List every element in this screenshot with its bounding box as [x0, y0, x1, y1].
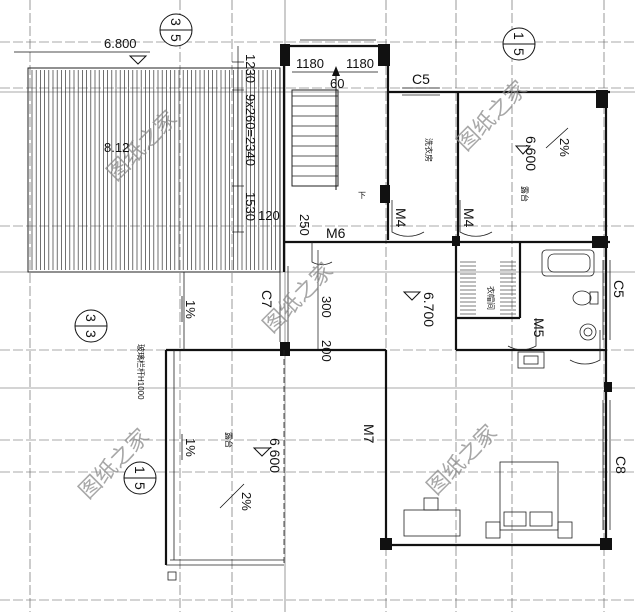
level-triangles: [128, 55, 532, 457]
balcony-railing: [166, 272, 285, 581]
door-m4-b: M4: [461, 208, 477, 228]
dim-300: 300: [319, 296, 334, 318]
walls: [164, 44, 610, 565]
dim-6800: 6.800: [104, 36, 137, 51]
room-ne: 露台: [520, 186, 530, 202]
window-lines: [279, 39, 611, 530]
level-room-ne: 6.600: [523, 136, 539, 171]
axis-top-right: 1: [511, 32, 527, 40]
door-m5: M5: [531, 318, 547, 338]
slope-room: 2%: [557, 138, 572, 157]
axis-top-left: 3: [168, 18, 184, 26]
room-balcony: 露台: [224, 432, 234, 448]
dim-1530: 1530: [243, 192, 258, 221]
dim-1180-a: 1180: [296, 56, 324, 71]
window-c8: C8: [613, 456, 629, 474]
stair-arrow-head: [332, 66, 340, 76]
door-swings: [311, 200, 601, 365]
axis-top-left-sub: 5: [168, 34, 184, 42]
dim-9x260: 9x260=2340: [243, 94, 258, 166]
railing-note: 玻璃栏杆H1000: [136, 344, 146, 400]
slope-balcony-2: 2%: [239, 492, 254, 511]
window-c5-right: C5: [611, 280, 627, 298]
axis-top-right-sub: 5: [511, 48, 527, 56]
dimension-lines: [14, 46, 378, 350]
level-balcony: 6.600: [267, 438, 283, 473]
terrace-outline: [27, 67, 281, 273]
dim-60: 60: [330, 76, 344, 91]
slope-arrows: [181, 127, 569, 509]
dim-200: 200: [319, 340, 334, 362]
bedroom-furniture: [403, 351, 573, 539]
door-m7: M7: [361, 424, 377, 444]
dim-120: 120: [258, 208, 280, 223]
axis-left-sub: 3: [83, 330, 99, 338]
axis-left: 3: [83, 314, 99, 322]
bathroom-fixtures: [541, 249, 599, 341]
level-hall: 6.700: [421, 292, 437, 327]
terrace-hatching: [31, 70, 281, 270]
door-m4-a: M4: [393, 208, 409, 228]
watermark-2: 图纸之家: [453, 76, 533, 156]
dim-250: 250: [297, 214, 312, 236]
door-m6: M6: [326, 225, 346, 241]
closet-rails: [460, 261, 516, 315]
dim-1180-b: 1180: [346, 56, 374, 71]
columns: [280, 44, 612, 550]
window-c7: C7: [259, 290, 275, 308]
slope-balcony-1: 1%: [183, 438, 198, 457]
room-closet: 衣帽间: [486, 286, 496, 310]
stair-arrow-text: 下: [358, 191, 366, 200]
axis-mid-left: 1: [132, 466, 148, 474]
stair-treads: [292, 95, 338, 177]
stair-well: [291, 89, 339, 187]
dim-1230: 1230: [243, 54, 258, 83]
room-laundry: 洗衣房: [424, 138, 434, 162]
slope-terrace: 1%: [183, 300, 198, 319]
watermark-5: 图纸之家: [423, 420, 503, 500]
axis-bubbles: [74, 13, 536, 495]
window-c5-top: C5: [412, 71, 430, 87]
dim-8120: 8.12: [104, 140, 129, 155]
axis-mid-left-sub: 5: [132, 482, 148, 490]
